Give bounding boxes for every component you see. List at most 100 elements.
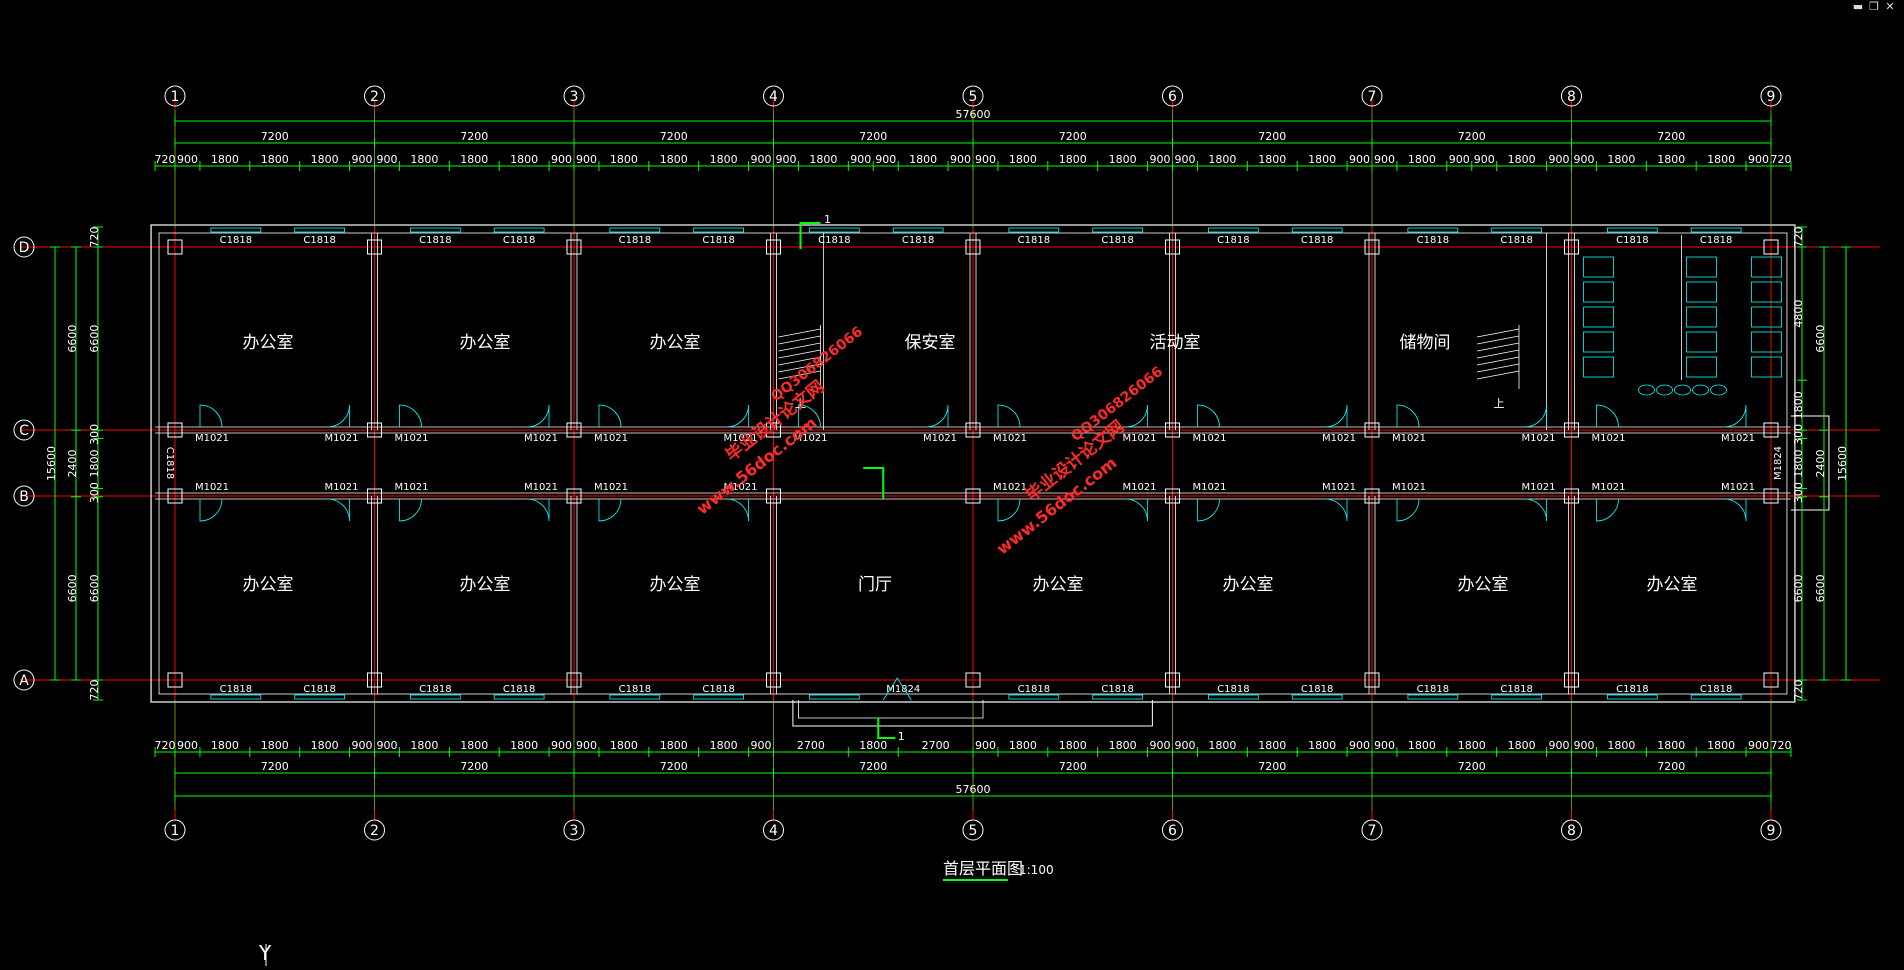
window-south: [609, 694, 661, 700]
dim-detail-top-value: 720: [155, 153, 176, 166]
door-label: M1021: [195, 433, 229, 444]
dim-detail-top-value: 1800: [460, 153, 488, 166]
dim-detail-bottom-value: 900: [1174, 739, 1195, 752]
door-label: M1021: [993, 482, 1027, 493]
axis-bubble-label-6: 6: [1168, 89, 1177, 105]
dim-left-rows-value: 2400: [66, 450, 79, 478]
dim-bays-top-value: 7200: [859, 130, 887, 143]
dim-detail-top-value: 900: [775, 153, 796, 166]
axis-bubble-9: [1760, 85, 1782, 107]
dim-detail-bottom-value: 900: [1374, 739, 1395, 752]
window-label-south: C1818: [220, 684, 252, 695]
dim-right-rows-value: 6600: [1814, 325, 1827, 353]
column-6C: [1165, 422, 1180, 438]
column-8B: [1564, 488, 1579, 504]
toilet-stall: [1583, 256, 1614, 278]
toilet-stall: [1686, 306, 1717, 328]
door-swing: [1324, 498, 1348, 522]
dim-detail-bottom-value: 900: [1573, 739, 1594, 752]
door-label: M1021: [1322, 433, 1356, 444]
window-north: [493, 227, 545, 233]
dim-bays-bottom-value: 7200: [1059, 760, 1087, 773]
dim-left-detail-value: 6600: [88, 325, 101, 353]
close-icon[interactable]: ✕: [1885, 0, 1895, 13]
dim-bays-top-value: 7200: [1458, 130, 1486, 143]
window-label-south: C1818: [503, 684, 535, 695]
axis-bubble-label-8: 8: [1567, 823, 1576, 839]
dim-detail-top-value: 1800: [510, 153, 538, 166]
door-swing: [1396, 498, 1420, 522]
dim-right-detail-value: 1800: [1792, 391, 1805, 419]
toilet-stall: [1686, 356, 1717, 378]
room-label-south-7: 办公室: [1647, 575, 1698, 595]
window-north: [1092, 227, 1143, 233]
stair-tread: [1476, 370, 1520, 380]
axis-bubble-9: [1760, 819, 1782, 841]
dim-detail-bottom-value: 1800: [510, 739, 538, 752]
door-swing: [598, 404, 622, 428]
toilet-stall: [1583, 356, 1614, 378]
dim-left-detail-value: 300: [88, 424, 101, 445]
toilet-stall: [1751, 356, 1782, 378]
door-label: M1021: [524, 482, 558, 493]
section-mark-top: [799, 222, 821, 249]
wash-basin: [1638, 384, 1655, 396]
entrance-door-label: M1824: [886, 684, 920, 695]
axis-bubble-label-9: 9: [1767, 823, 1776, 839]
dim-detail-top-value: 900: [1150, 153, 1171, 166]
dim-detail-top-value: 1800: [1657, 153, 1685, 166]
stair-up-label: 上: [795, 397, 806, 410]
window-label-north: C1818: [1500, 235, 1532, 246]
dim-bays-top-value: 7200: [1059, 130, 1087, 143]
window-north: [892, 227, 944, 233]
dim-right-detail-value: 300: [1792, 482, 1805, 503]
window-south: [1208, 694, 1259, 700]
side-door-label: M1824: [1773, 446, 1784, 480]
window-label-north: C1818: [1616, 235, 1648, 246]
column-7D: [1364, 239, 1380, 255]
axis-lines: [20, 100, 1880, 820]
dim-right-rows-value: 2400: [1814, 450, 1827, 478]
door-label: M1021: [524, 433, 558, 444]
dim-detail-top-value: 1800: [211, 153, 239, 166]
dim-bays-bottom-value: 7200: [1258, 760, 1286, 773]
dim-detail-bottom-value: 1800: [261, 739, 289, 752]
toilet-stall: [1583, 306, 1614, 328]
axis-bubble-label-B: B: [19, 489, 29, 505]
porch-outline: [792, 700, 1153, 727]
window-label-south: C1818: [619, 684, 651, 695]
stair-tread: [778, 328, 821, 338]
door-swing: [1125, 498, 1148, 522]
dim-detail-bottom-value: 1800: [1258, 739, 1286, 752]
axis-bubble-label-6: 6: [1168, 823, 1177, 839]
dim-detail-bottom-value: 1800: [1009, 739, 1037, 752]
door-swing: [925, 404, 949, 428]
window-label-north: C1818: [1101, 235, 1133, 246]
door-swing: [1396, 404, 1420, 428]
dim-bays-bottom-value: 7200: [859, 760, 887, 773]
dim-bays-bottom-value: 7200: [1657, 760, 1685, 773]
door-label: M1021: [1721, 433, 1755, 444]
dim-detail-top-value: 1800: [1258, 153, 1286, 166]
door-label: M1021: [324, 482, 358, 493]
column-9C: [1763, 422, 1779, 438]
axis-bubble-5: [962, 819, 984, 841]
dim-right-rows-value: 6600: [1814, 574, 1827, 602]
minimize-icon[interactable]: ▬: [1852, 0, 1864, 13]
dim-right-detail-value: 4800: [1792, 300, 1805, 328]
restore-icon[interactable]: ❐: [1869, 0, 1879, 13]
dim-detail-top-value: 900: [875, 153, 896, 166]
room-label-south-0: 办公室: [243, 575, 294, 595]
door-label: M1021: [923, 433, 957, 444]
room-label-north-2: 办公室: [650, 333, 701, 353]
axis-bubble-7: [1361, 819, 1383, 841]
axis-bubble-label-4: 4: [769, 823, 778, 839]
dim-detail-bottom-value: 1800: [1657, 739, 1685, 752]
stair-tread: [778, 356, 821, 366]
door-swing: [327, 498, 350, 522]
dim-detail-top-value: 900: [850, 153, 871, 166]
section-mark-number-bottom: 1: [898, 730, 905, 743]
